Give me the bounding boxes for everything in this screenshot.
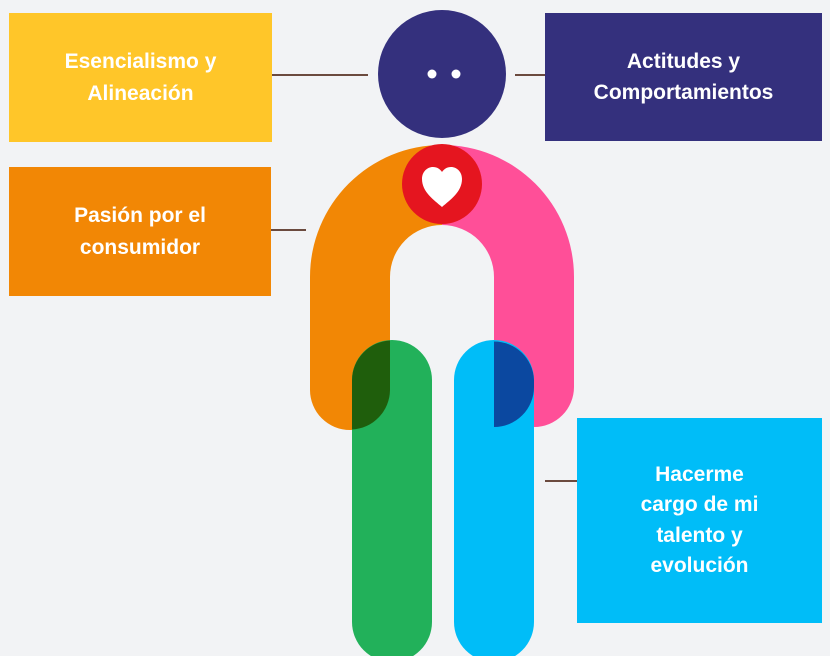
left-eye: [427, 69, 437, 79]
right-eye: [451, 69, 461, 79]
face-eyes-icon: [378, 10, 506, 138]
label-essentialism-text: Esencialismo y Alineación: [64, 50, 217, 105]
right-arm-pink: [442, 145, 574, 427]
connector-passion: [271, 229, 306, 231]
label-essentialism: Esencialismo y Alineación: [9, 13, 272, 142]
label-talent-text: Hacerme cargo de mi talento y evolución: [640, 462, 759, 577]
head: [378, 10, 506, 138]
label-attitudes-text: Actitudes y Comportamientos: [593, 49, 774, 105]
label-attitudes: Actitudes y Comportamientos: [545, 13, 822, 141]
overlap-dark-green: [352, 340, 390, 430]
label-passion-text: Pasión por el consumidor: [74, 204, 206, 259]
connector-talent: [545, 480, 577, 482]
connector-essentialism: [272, 74, 368, 76]
left-arm-orange: [310, 145, 442, 430]
label-talent: Hacerme cargo de mi talento y evolución: [577, 418, 822, 623]
overlap-dark-blue: [494, 341, 534, 427]
label-passion: Pasión por el consumidor: [9, 167, 271, 296]
heart-icon: [422, 167, 462, 207]
connector-attitudes: [515, 74, 545, 76]
